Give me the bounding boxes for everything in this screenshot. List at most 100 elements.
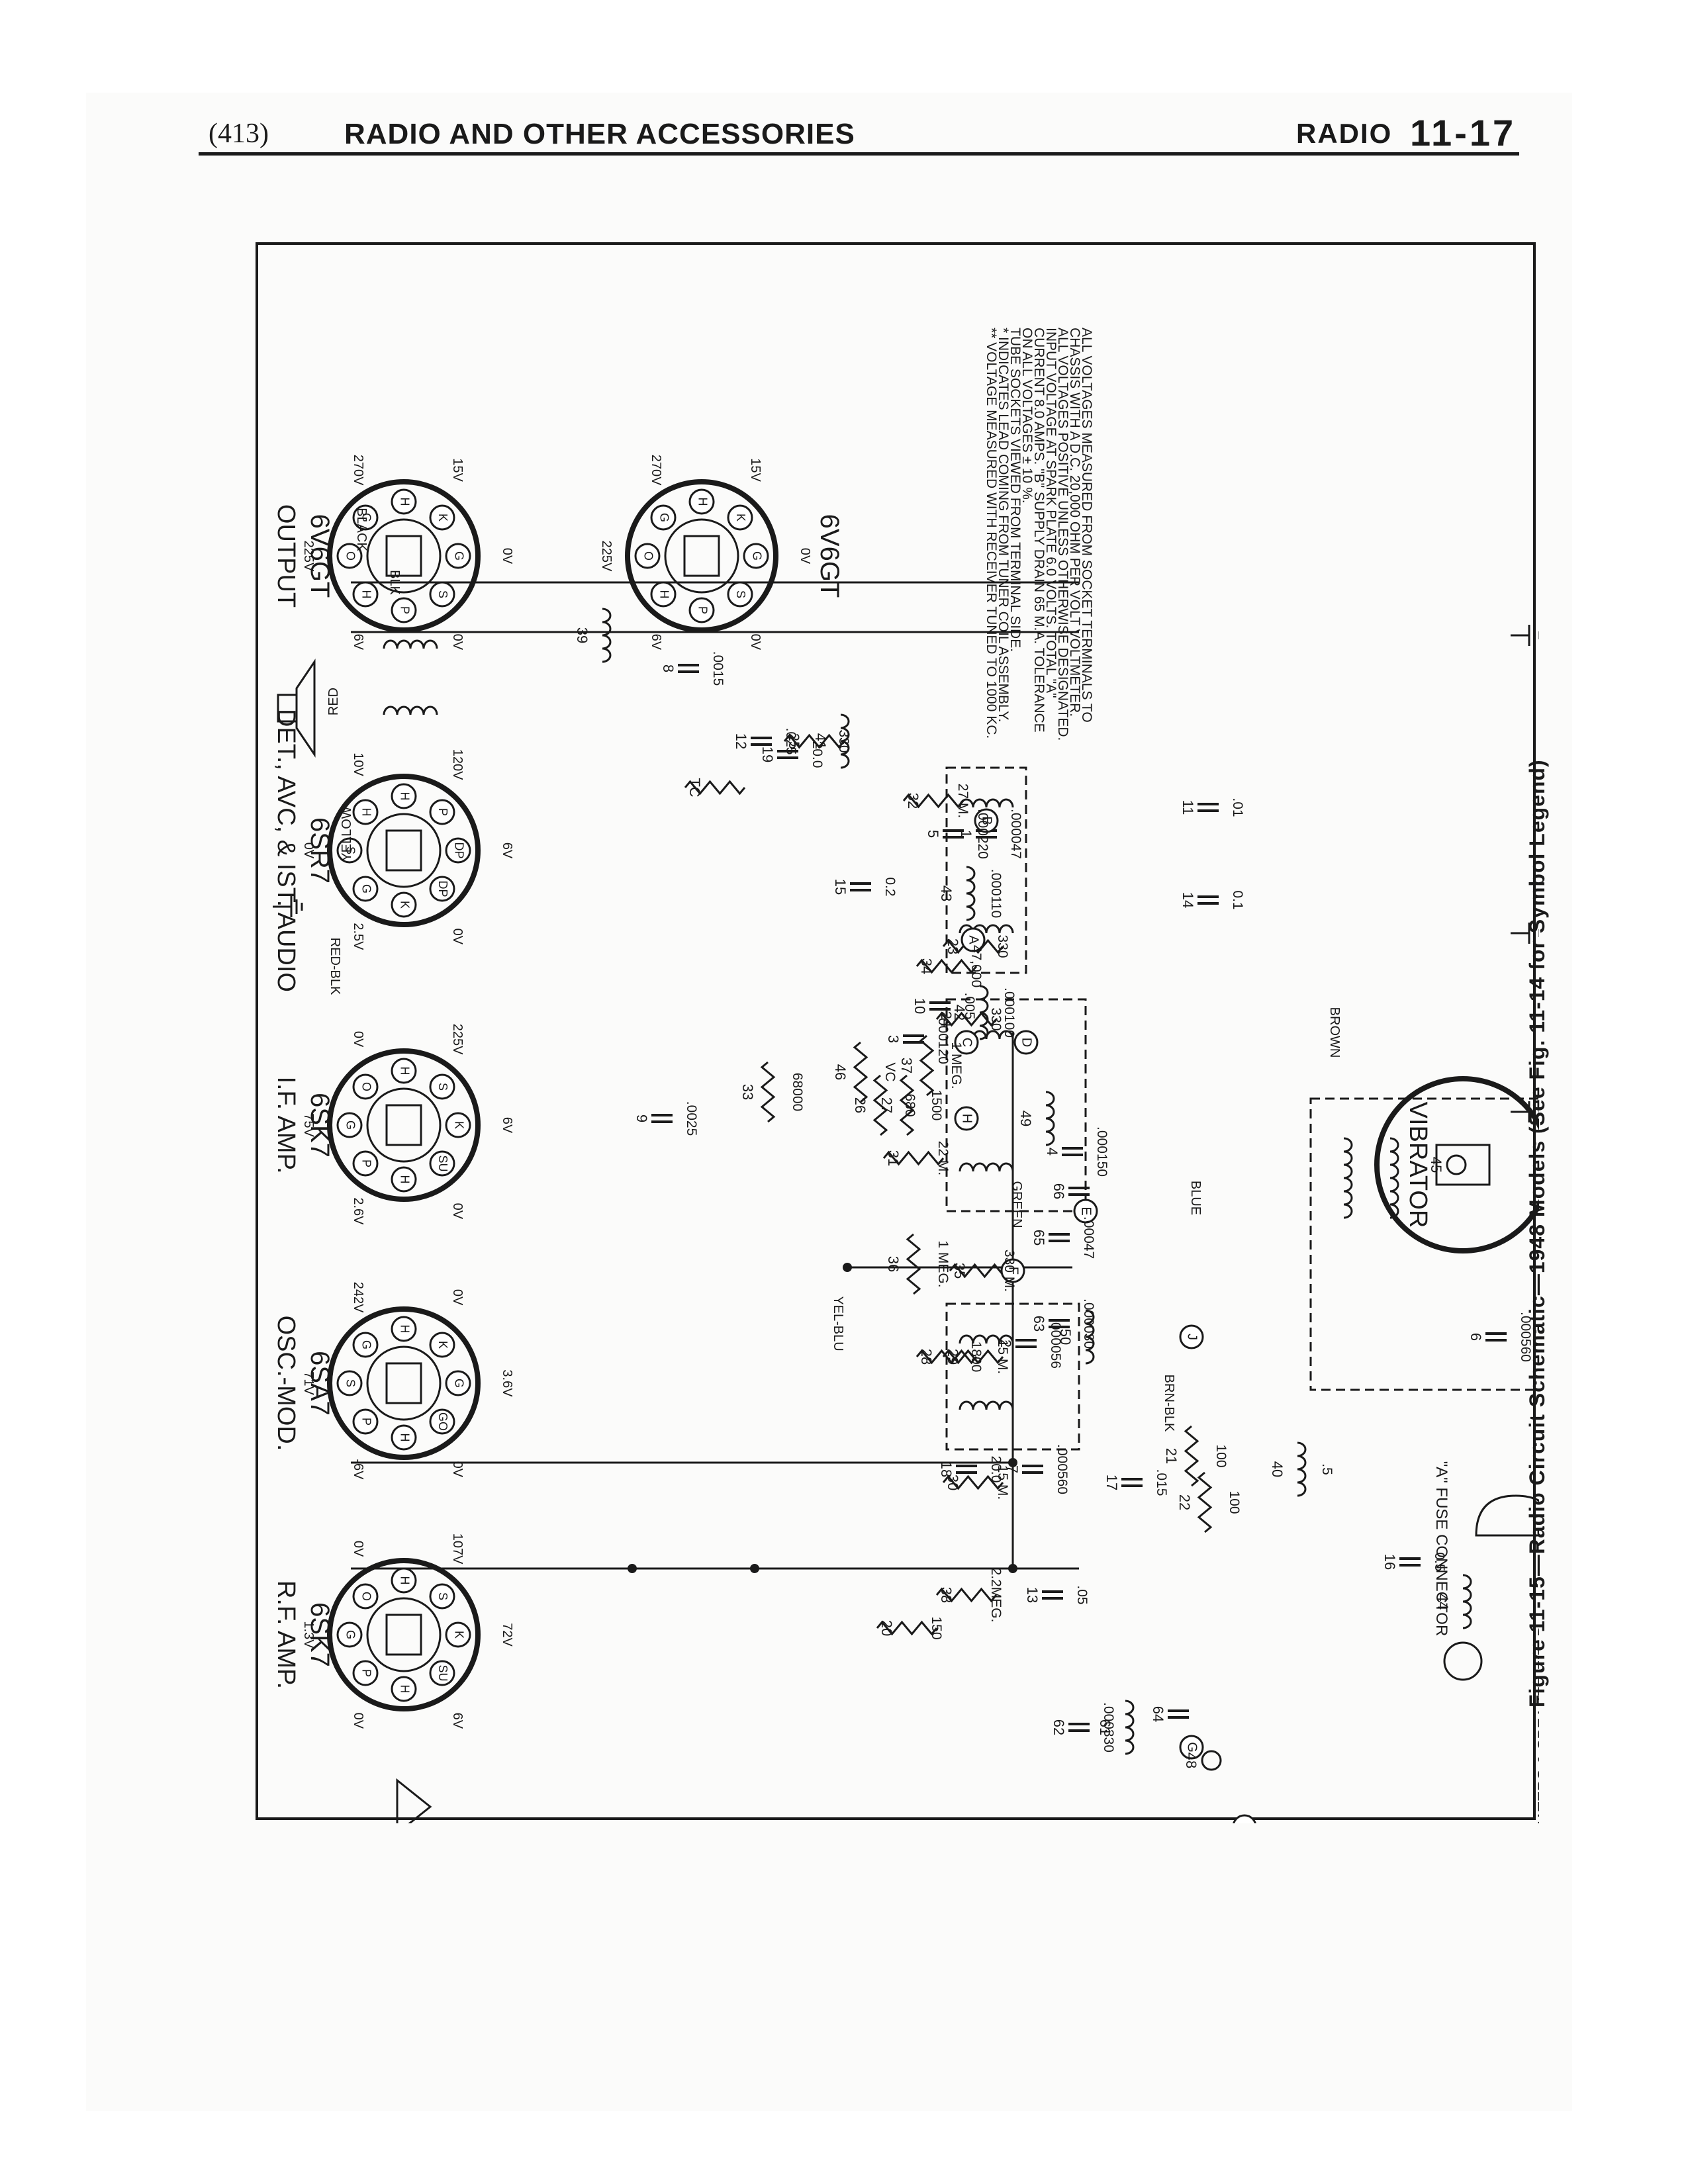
component-value: .5	[1319, 1463, 1335, 1475]
resistor-21	[1184, 1425, 1199, 1487]
component-ref: 5	[925, 830, 941, 838]
tube-pin-label: P	[359, 1418, 373, 1426]
fuse-connector-icon	[1475, 1494, 1539, 1537]
tube-pin	[352, 799, 379, 825]
tube-envelope	[327, 1048, 481, 1202]
tube-pin	[336, 837, 363, 864]
tube-title: OSC.-MOD.	[272, 1316, 300, 1451]
resistor-32	[902, 793, 964, 809]
test-point-label: B	[980, 816, 994, 825]
tube-type: 6V6GT	[305, 514, 334, 598]
component-ref: 29	[945, 1349, 961, 1365]
tube-type: 6V6GT	[815, 514, 844, 598]
component-value: 20.0	[988, 1456, 1004, 1483]
tube-envelope	[327, 1558, 481, 1711]
tube-pin	[688, 488, 715, 515]
resistor-25	[783, 733, 845, 749]
tube-pin-label: G	[452, 551, 465, 561]
component-ref: 7	[1004, 1465, 1021, 1473]
tube-if	[327, 1048, 481, 1202]
component-ref: 43	[938, 886, 955, 901]
tube-type: 6SA7	[305, 1351, 334, 1416]
coil-40	[1297, 1441, 1307, 1497]
tube-pin	[429, 581, 455, 608]
component-ref: 35	[951, 1263, 968, 1279]
component-ref: 8	[660, 664, 677, 672]
tube-title: R.F. AMP.	[272, 1580, 300, 1689]
tube-pin	[352, 1660, 379, 1686]
component-value: .025	[783, 728, 798, 755]
tube-voltage: 107V	[450, 1533, 465, 1565]
test-point-label: G	[1185, 1742, 1199, 1752]
resistor-30	[942, 1475, 1004, 1490]
component-ref: 9	[633, 1115, 650, 1122]
tube-voltage: 225V	[301, 541, 316, 572]
component-ref: 4	[1044, 1148, 1060, 1156]
component-value: 330	[836, 729, 851, 752]
component-ref: 3	[885, 1035, 902, 1043]
tube-pin-label: S	[344, 846, 357, 854]
component-ref: 62	[1051, 1719, 1067, 1735]
component-ref: 38	[938, 1587, 955, 1603]
header-page-code: 11-17	[1410, 112, 1517, 154]
tube-pin-label: K	[398, 901, 411, 909]
tube-pin	[445, 1370, 471, 1396]
tube-pin-label: G	[344, 1630, 357, 1639]
test-point-label: A	[966, 935, 981, 944]
power-transformer-coil	[1389, 1137, 1399, 1219]
tube-voltage: 15V	[748, 458, 763, 482]
tube-pin-label: H	[359, 590, 373, 598]
junction-dot	[628, 1564, 637, 1573]
tube-pin	[429, 1660, 455, 1686]
component-ref: 65	[1031, 1230, 1047, 1246]
component-ref: 40	[1269, 1461, 1286, 1477]
tube-pin	[429, 504, 455, 531]
component-ref: 31	[885, 1150, 902, 1166]
tube-voltage: 2.6V	[351, 1197, 365, 1225]
tube-pin	[336, 543, 363, 569]
if-transformer-can	[945, 1302, 1080, 1451]
tube-voltage: 1.3V	[301, 1621, 316, 1649]
component-value: 1500	[929, 1090, 944, 1121]
tube-voltage: 10V	[351, 752, 365, 776]
tube-pin-label: G	[359, 1340, 373, 1349]
coil-50	[1085, 1309, 1095, 1365]
tube-envelope	[327, 479, 481, 633]
tube-pin	[445, 1621, 471, 1648]
tube-pin-label: H	[696, 498, 709, 506]
tube-pin-label: H	[398, 1685, 411, 1694]
tube-pin	[352, 581, 379, 608]
resistor-31	[882, 1150, 945, 1166]
tube-pin-label: S	[436, 1083, 449, 1091]
tube-pin	[429, 1408, 455, 1435]
tube-pin-label: H	[398, 1067, 411, 1075]
tube-pin	[429, 1073, 455, 1100]
component-ref: 34	[918, 958, 935, 974]
component-ref: 2	[998, 1340, 1014, 1347]
component-ref: 30	[945, 1475, 961, 1490]
tube-pin-label: K	[436, 514, 449, 522]
tube-pin-label: G	[344, 1120, 357, 1130]
component-ref: 61	[1097, 1719, 1113, 1735]
tube-voltage: 225V	[599, 541, 614, 572]
tube-pin	[352, 1150, 379, 1177]
tube-voltage: 242V	[351, 1282, 365, 1313]
tube-pin-label: O	[344, 551, 357, 561]
component-ref: 50	[1057, 1329, 1074, 1345]
tube-pin-label: K	[734, 514, 747, 522]
component-ref: 27	[878, 1097, 895, 1113]
schematic-note: ALL VOLTAGES MEASURED FROM SOCKET TERMIN…	[1079, 328, 1094, 723]
header-radio-label: RADIO	[1296, 118, 1393, 149]
tube-pin-label: SU	[436, 1155, 449, 1171]
tube-pin	[352, 1583, 379, 1610]
tube-pin-label: P	[398, 606, 411, 614]
resistor-20	[876, 1620, 938, 1636]
tube-pin-label: K	[452, 1631, 465, 1639]
schematic-note: * INDICATES LEAD COMING FROM TUNER COIL …	[996, 328, 1011, 722]
wire-color-label: BLK	[387, 570, 402, 595]
tube-pin-label: S	[436, 590, 449, 598]
component-value: VC	[882, 1062, 898, 1081]
component-value: 68000	[790, 1073, 805, 1111]
tube-pin	[634, 543, 661, 569]
component-ref: 41	[812, 733, 829, 749]
